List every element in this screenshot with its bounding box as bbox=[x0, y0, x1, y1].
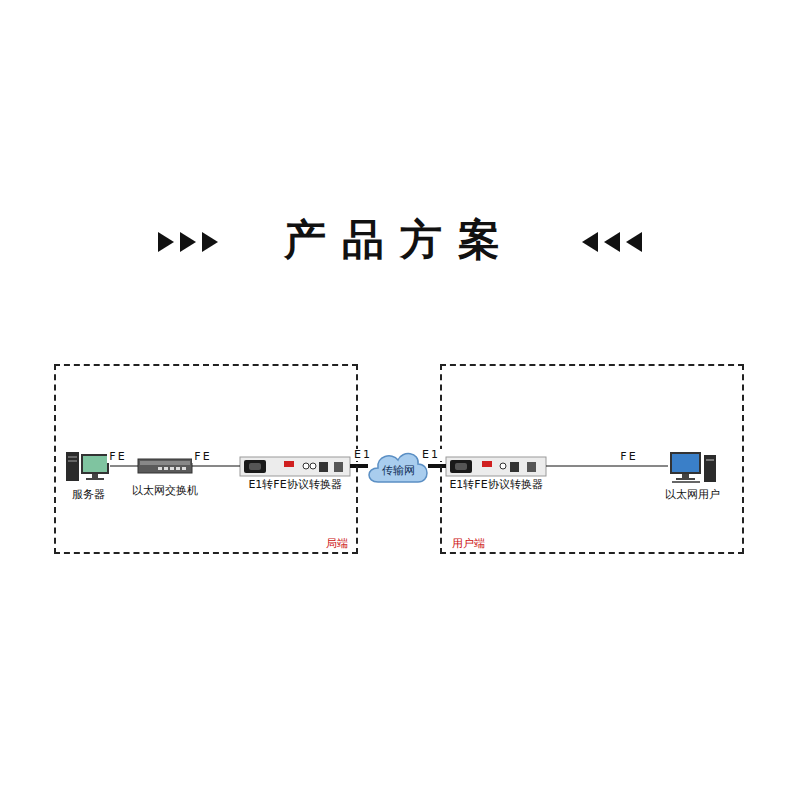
connector-line bbox=[428, 464, 446, 468]
device-label: E1转FE协议转换器 bbox=[248, 478, 341, 491]
device-label: 以太网用户 bbox=[665, 488, 720, 501]
edge-label: FE bbox=[192, 451, 213, 463]
page-title: 产品方案 bbox=[0, 214, 800, 266]
region-box: 用户端E1转FE协议转换器以太网用户 bbox=[440, 364, 744, 554]
cloud-node: 传输网 bbox=[368, 452, 428, 484]
pc-node: 以太网用户 bbox=[668, 450, 716, 483]
connector-line bbox=[546, 466, 668, 467]
edge-label: FE bbox=[107, 451, 128, 463]
converter-node: E1转FE协议转换器 bbox=[240, 457, 350, 476]
converter-icon bbox=[446, 457, 546, 476]
converter-node: E1转FE协议转换器 bbox=[446, 457, 546, 476]
cloud-icon bbox=[369, 454, 427, 482]
device-label: 服务器 bbox=[72, 488, 105, 501]
region-label: 局端 bbox=[326, 537, 348, 550]
title-arrows-left bbox=[158, 232, 218, 252]
switch-icon bbox=[138, 459, 192, 473]
region-label: 用户端 bbox=[452, 537, 485, 550]
edge-label: FE bbox=[618, 451, 639, 463]
pc-icon bbox=[670, 452, 716, 483]
edge-label: E1 bbox=[420, 449, 442, 461]
connector-line bbox=[192, 466, 240, 467]
edge-label: E1 bbox=[352, 449, 374, 461]
switch-node: 以太网交换机 bbox=[138, 459, 192, 473]
connector-line bbox=[350, 464, 368, 468]
device-label: E1转FE协议转换器 bbox=[449, 478, 542, 491]
connector-line bbox=[110, 466, 138, 467]
title-arrows-right bbox=[582, 232, 642, 252]
server-icon bbox=[66, 452, 109, 481]
converter-icon bbox=[240, 457, 350, 476]
device-label: 传输网 bbox=[382, 464, 415, 477]
device-label: 以太网交换机 bbox=[132, 484, 198, 497]
server-node: 服务器 bbox=[66, 450, 110, 482]
